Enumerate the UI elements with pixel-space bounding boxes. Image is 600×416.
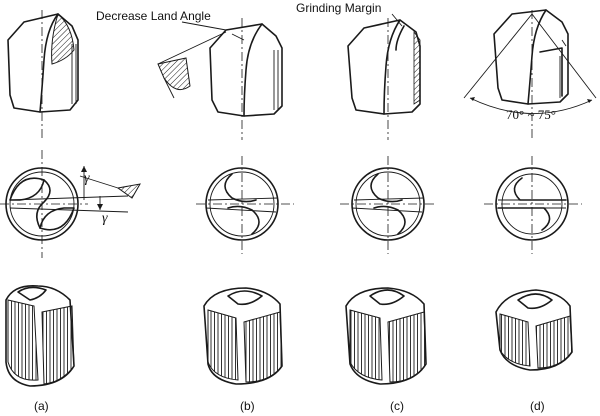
panel-label-a: (a) [34,399,49,413]
gamma-upper-label: γ [84,171,90,186]
decrease-land-angle-label: Decrease Land Angle [96,9,211,23]
end-view-d [484,156,582,254]
side-view-c [347,13,421,140]
side-view-b [157,18,283,140]
grinding-margin-label: Grinding Margin [296,1,381,15]
gamma-lower-label: γ [102,211,108,226]
panel-label-b: (b) [240,399,255,413]
fluted-view-b [203,287,283,385]
fluted-view-c [345,287,427,385]
end-view-b [196,156,294,254]
panel-label-d: (d) [530,399,545,413]
side-view-a [7,10,79,140]
panel-label-c: (c) [390,399,404,413]
end-view-a [0,150,141,258]
side-view-d [463,9,597,140]
fluted-view-d [495,289,573,371]
end-view-c [340,156,436,254]
point-angle-label: 70° ~ 75° [506,107,556,122]
fluted-view-a [5,284,75,387]
